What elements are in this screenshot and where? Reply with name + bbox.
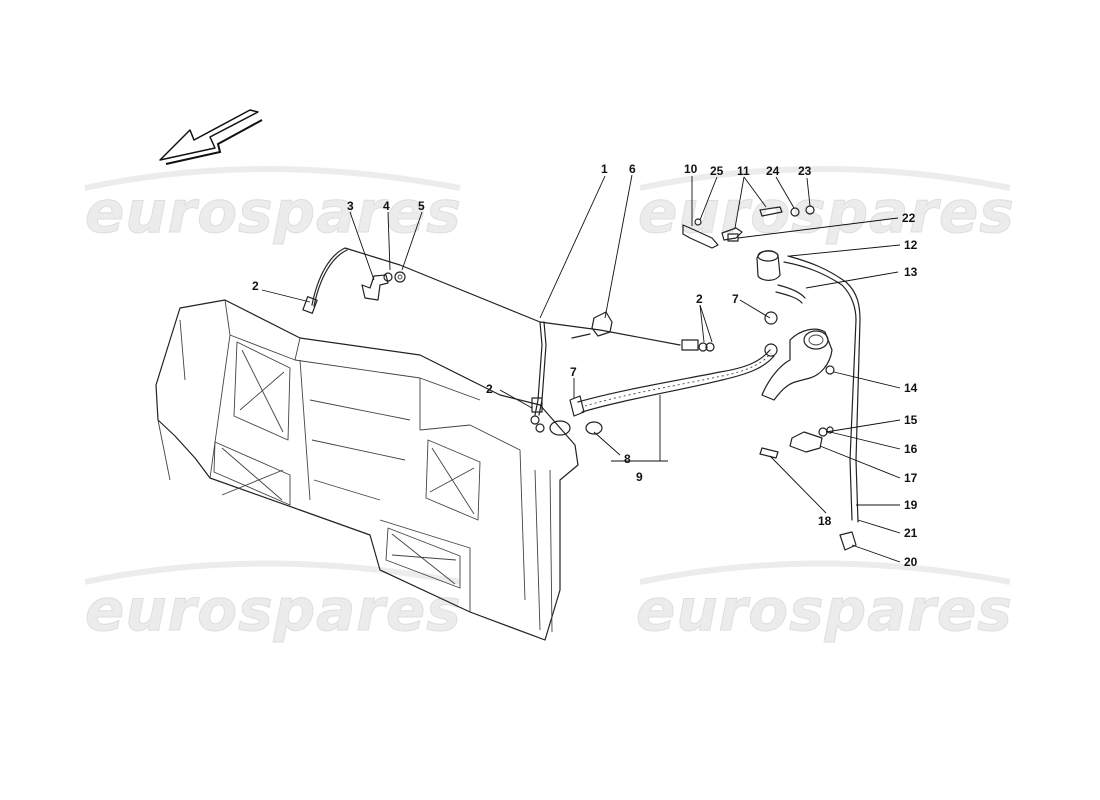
callout-18: 18 xyxy=(818,514,832,528)
vent-hose xyxy=(775,255,861,523)
filler-neck xyxy=(761,328,833,401)
callout-7: 7 xyxy=(570,365,577,379)
callout-23: 23 xyxy=(798,164,812,178)
leader-lines xyxy=(261,174,901,563)
callout-8: 8 xyxy=(624,452,631,466)
callout-17: 17 xyxy=(904,471,918,485)
callout-5: 5 xyxy=(418,199,425,213)
watermark-text: eurospares xyxy=(638,178,1015,246)
callout-11: 11 xyxy=(737,164,750,178)
fuel-tank xyxy=(155,299,579,641)
watermark-layer: eurospares eurospares eurospares eurospa… xyxy=(84,166,1015,645)
callout-15: 15 xyxy=(904,413,918,427)
callout-22: 22 xyxy=(902,211,916,225)
callout-21: 21 xyxy=(904,526,918,540)
callout-1: 1 xyxy=(601,162,608,176)
callout-7: 7 xyxy=(732,292,739,306)
callout-2: 2 xyxy=(252,279,259,293)
callout-10: 10 xyxy=(684,162,698,176)
callout-24: 24 xyxy=(766,164,780,178)
callout-2: 2 xyxy=(486,382,493,396)
callout-12: 12 xyxy=(904,238,918,252)
callout-13: 13 xyxy=(904,265,918,279)
vent-pipe xyxy=(302,247,715,433)
callout-4: 4 xyxy=(383,199,390,213)
callout-6: 6 xyxy=(629,162,636,176)
callout-25: 25 xyxy=(710,164,724,178)
callout-3: 3 xyxy=(347,199,354,213)
callout-20: 20 xyxy=(904,555,918,569)
direction-arrow-icon xyxy=(159,109,263,165)
vent-canister xyxy=(756,250,781,281)
callout-9: 9 xyxy=(636,470,643,484)
bracket-clip xyxy=(361,271,406,301)
filler-hose xyxy=(569,311,778,435)
callout-19: 19 xyxy=(904,498,918,512)
breather-valve xyxy=(571,311,613,339)
callout-14: 14 xyxy=(904,381,918,395)
watermark-text: eurospares xyxy=(85,178,462,246)
callout-labels: 1 2 2 2 3 4 5 6 7 7 8 9 10 11 12 13 14 1… xyxy=(252,162,918,569)
watermark-text: eurospares xyxy=(85,576,462,644)
callout-2: 2 xyxy=(696,292,703,306)
small-hardware xyxy=(759,365,857,551)
watermark-text: eurospares xyxy=(636,576,1013,644)
callout-16: 16 xyxy=(904,442,918,456)
